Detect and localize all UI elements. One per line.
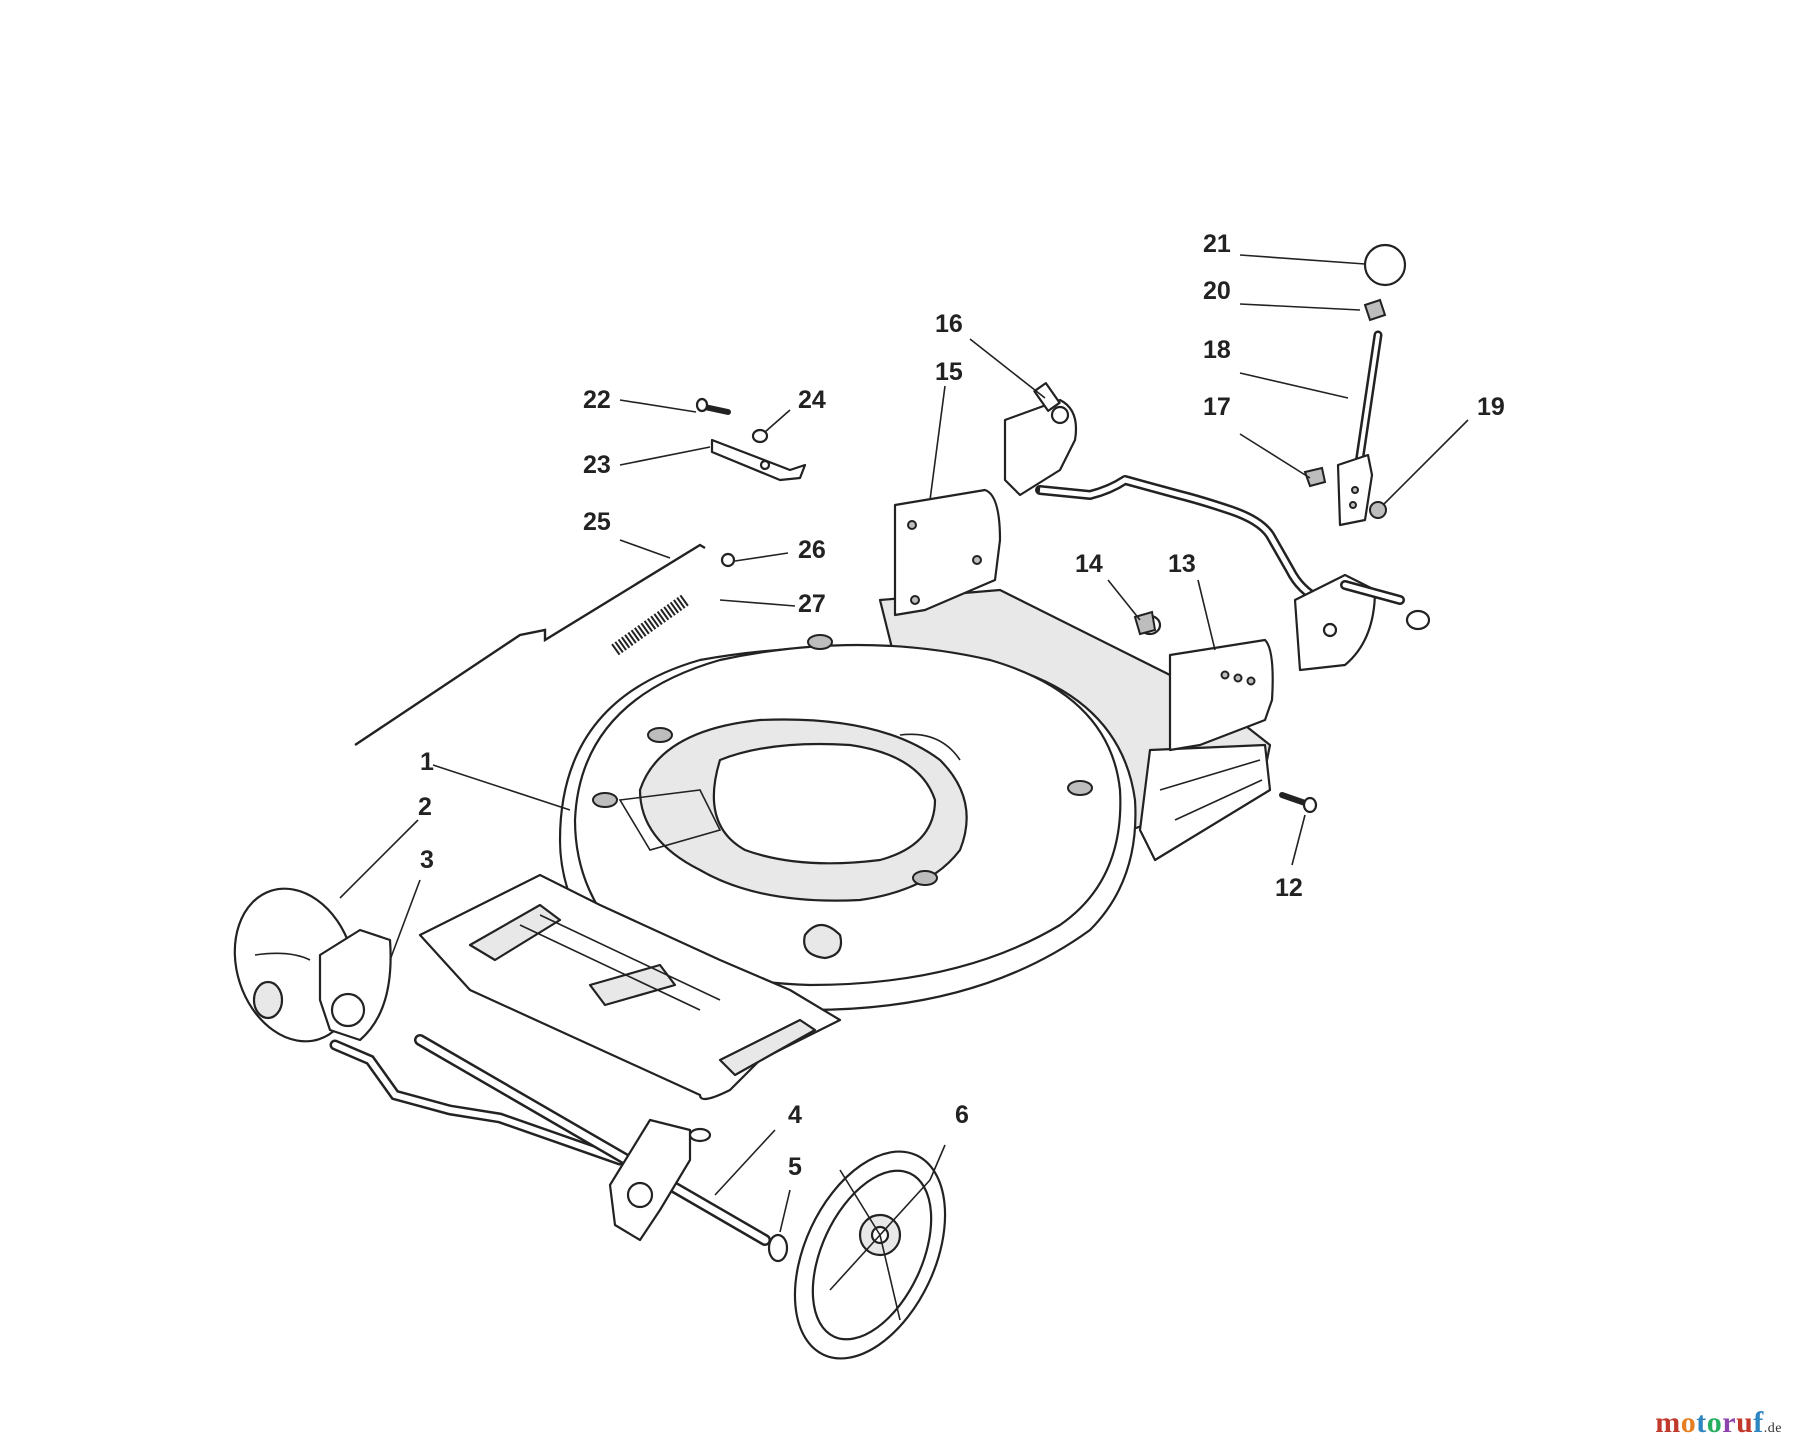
callout-18: 18 [1203,336,1231,364]
callout-1: 1 [420,748,434,776]
callout-13: 13 [1168,550,1196,578]
callout-22: 22 [583,386,611,414]
rear-axle-assembly [414,1034,947,1360]
bolts [1133,610,1318,814]
watermark-letter-t: t [1696,1406,1707,1439]
callout-6: 6 [955,1101,969,1129]
watermark-letter-m: m [1655,1406,1681,1439]
callout-5: 5 [788,1153,802,1181]
callout-24: 24 [798,386,826,414]
callout-25: 25 [583,508,611,536]
spring-and-rod [354,543,736,746]
flap-latch-parts [695,397,807,482]
watermark-letter-o: o [1680,1406,1697,1439]
callout-27: 27 [798,590,826,618]
callout-20: 20 [1203,277,1231,305]
rear-height-adjust-rod [1035,475,1325,605]
watermark-letter-f: f [1753,1406,1764,1439]
callout-21: 21 [1203,230,1231,258]
callout-labels: 1 2 3 4 5 6 12 13 14 15 16 17 18 19 20 2… [418,230,1505,1181]
front-wheel-bracket [233,887,626,1166]
callout-23: 23 [583,451,611,479]
callout-19: 19 [1477,393,1505,421]
watermark-letter-r: r [1722,1406,1737,1439]
mower-deck [558,634,1137,1012]
callout-3: 3 [420,846,434,874]
callout-12: 12 [1275,874,1303,902]
brand-watermark: motoruf.de [1655,1406,1782,1440]
callout-26: 26 [798,536,826,564]
height-adjust-lever [1303,243,1407,527]
callout-17: 17 [1203,393,1231,421]
callout-2: 2 [418,793,432,821]
rear-right-bracket [1138,573,1431,752]
watermark-letter-o2: o [1706,1406,1723,1439]
watermark-tld: .de [1763,1421,1782,1436]
callout-14: 14 [1075,550,1103,578]
front-skid-plate [418,873,842,1101]
leader-lines [339,254,1469,1233]
callout-15: 15 [935,358,963,386]
rear-left-bracket [893,382,1078,617]
callout-4: 4 [788,1101,802,1129]
callout-16: 16 [935,310,963,338]
watermark-letter-u: u [1736,1406,1754,1439]
